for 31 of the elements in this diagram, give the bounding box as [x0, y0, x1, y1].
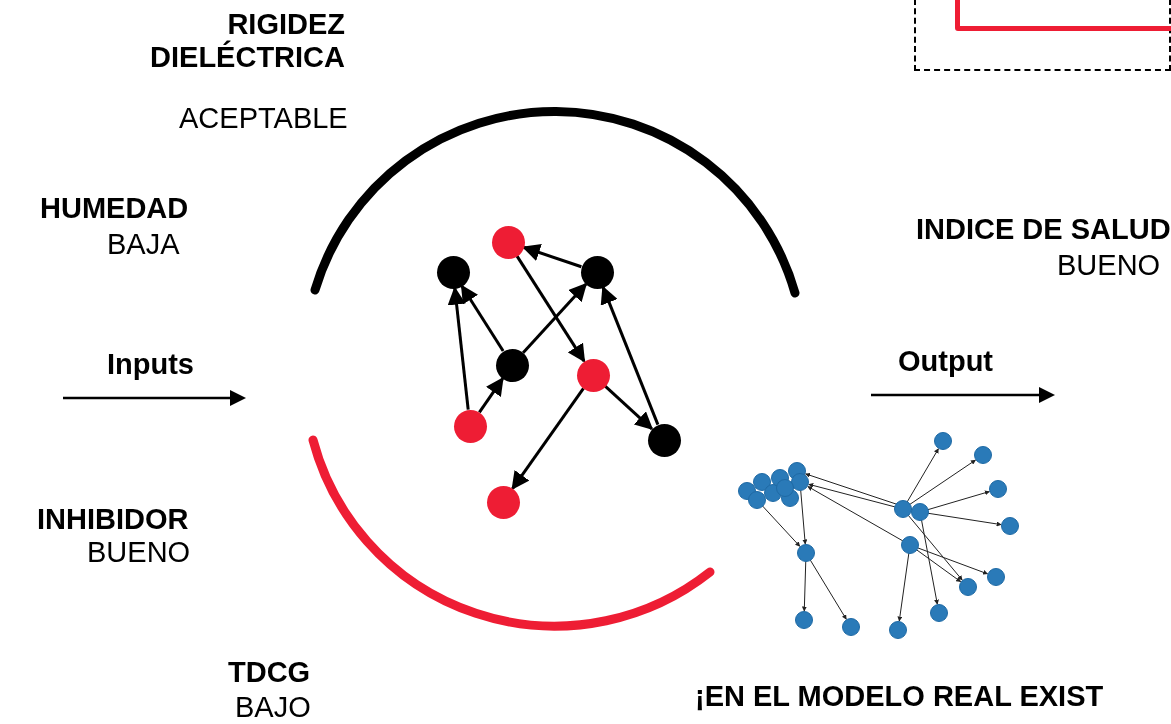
network-node — [495, 348, 529, 382]
network-node — [486, 485, 520, 519]
arrow — [521, 243, 582, 269]
parameter-value: BUENO — [87, 536, 191, 569]
network-node — [647, 423, 681, 457]
parameter-name: INHIBIDOR — [37, 503, 189, 536]
arrow — [460, 284, 505, 352]
output-name: INDICE DE SALUD — [916, 213, 1171, 246]
network-node — [576, 358, 610, 392]
parameter-value: ACEPTABLE — [179, 102, 348, 135]
network-node — [491, 225, 525, 259]
arrow — [511, 387, 585, 490]
note-text: ¡EN EL MODELO REAL EXIST — [695, 680, 1104, 713]
dashed-frame — [914, 0, 1171, 71]
parameter-name: HUMEDAD — [40, 192, 189, 225]
parameter-value: BAJA — [107, 228, 180, 261]
arrow — [478, 377, 504, 414]
network-node — [436, 255, 470, 289]
parameter-value: BAJO — [235, 691, 311, 724]
output-label: Output — [898, 345, 993, 378]
input-label: Inputs — [107, 348, 194, 381]
arrow — [604, 385, 654, 431]
arrow — [600, 285, 660, 426]
network-node — [580, 255, 614, 289]
arrow — [515, 255, 586, 363]
parameter-name: RIGIDEZ DIELÉCTRICA — [149, 8, 345, 74]
network-node — [453, 409, 487, 443]
parameter-name: TDCG — [228, 656, 311, 689]
output-value: BUENO — [1057, 249, 1161, 282]
arrow — [522, 282, 588, 354]
arrow — [447, 286, 470, 410]
